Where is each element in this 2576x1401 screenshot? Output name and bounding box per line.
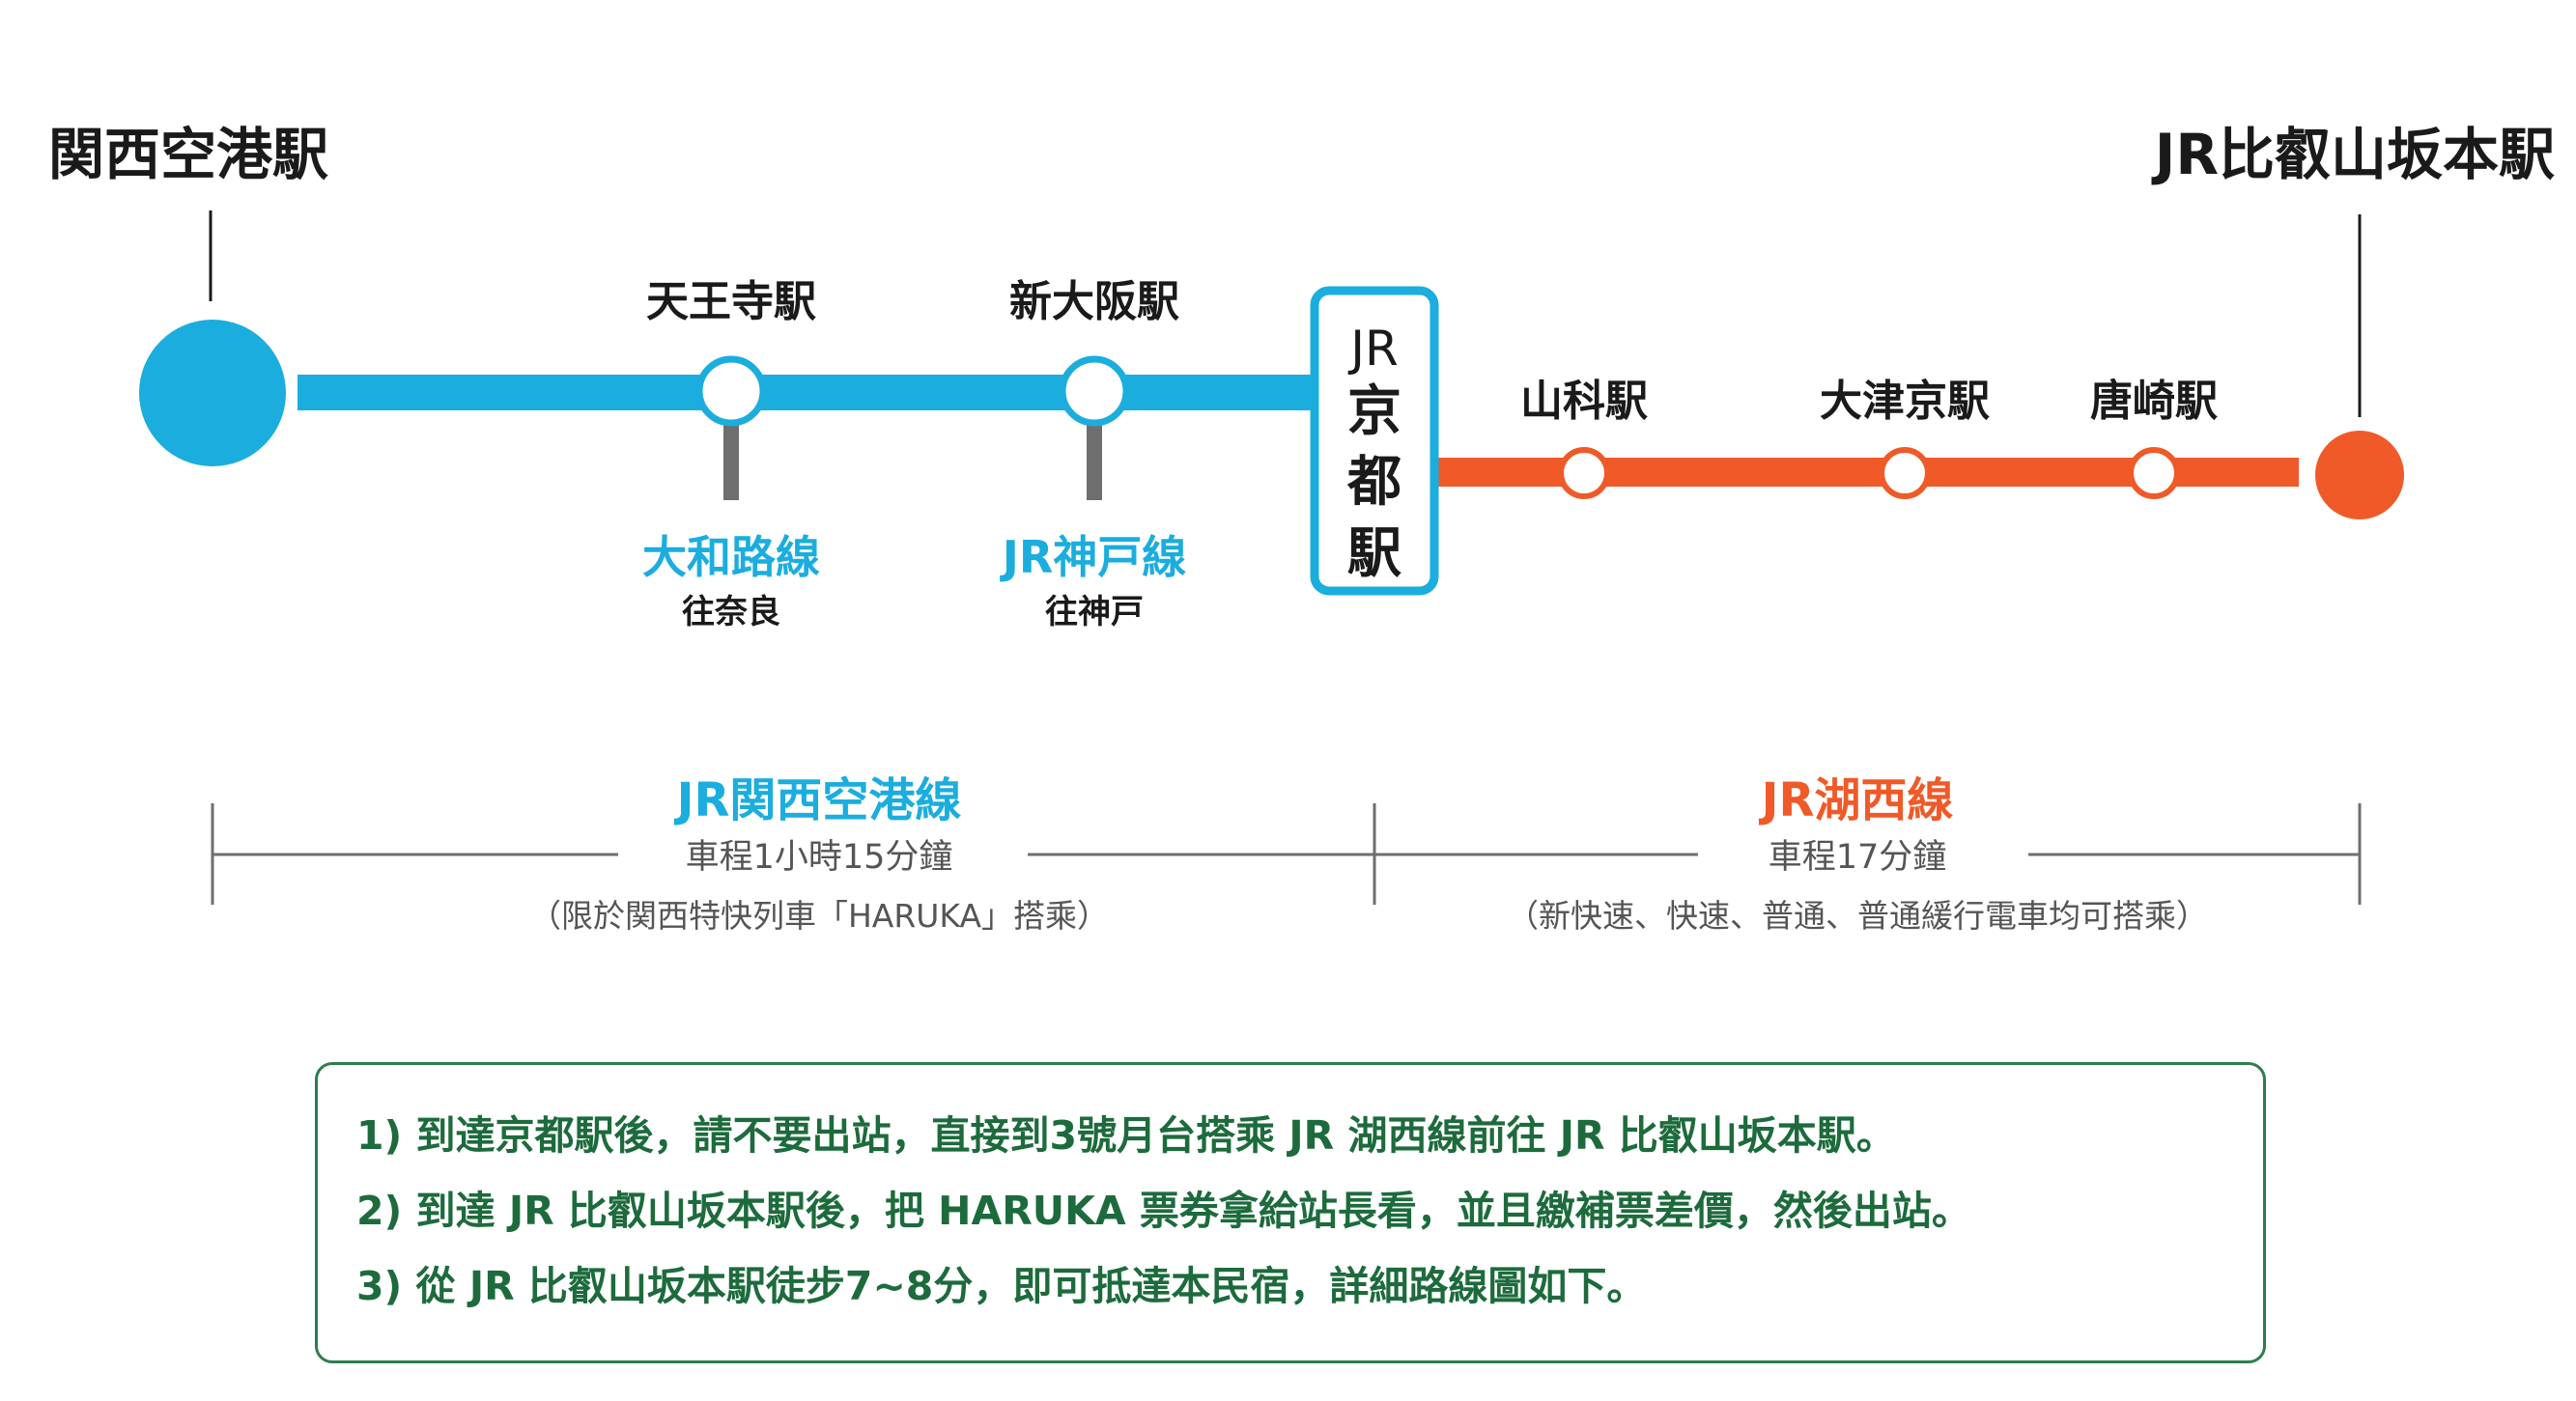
kosei-section-name: JR湖西線 xyxy=(1759,773,1954,827)
yamashina-station-marker xyxy=(1558,447,1610,499)
tennoji-station-name: 天王寺駅 xyxy=(646,277,816,326)
tennoji-branch-stub xyxy=(723,423,739,500)
note-line-2: 2) 到達 JR 比叡山坂本駅後，把 HARUKA 票券拿給站長看，並且繳補票差… xyxy=(356,1188,1971,1234)
notes-box: 1) 到達京都駅後，請不要出站，直接到3號月台搭乘 JR 湖西線前往 JR 比叡… xyxy=(315,1062,2266,1363)
kansai-section-name: JR関西空港線 xyxy=(674,773,962,827)
otsukyo-station-name: 大津京駅 xyxy=(1820,377,1990,426)
destination-station-marker xyxy=(2315,431,2404,519)
otsukyo-station-marker xyxy=(1879,447,1931,499)
note-line-3: 3) 從 JR 比叡山坂本駅徒步7~8分，即可抵達本民宿，詳細路線圖如下。 xyxy=(356,1263,1647,1309)
yamatoji-line-direction: 往奈良 xyxy=(682,593,780,631)
shin-osaka-station-marker xyxy=(1059,355,1130,427)
kosei-section-time: 車程17分鐘 xyxy=(1769,838,1947,877)
kyoto-station-char-2: 都 xyxy=(1346,451,1401,514)
kobe-line-label: JR神戸線 xyxy=(1000,531,1187,583)
destination-station-name: JR比叡山坂本駅 xyxy=(2151,122,2555,187)
kansai-airport-line xyxy=(297,375,1321,410)
kansai-section-note: （限於関西特快列車「HARUKA」搭乘） xyxy=(529,897,1109,935)
shin-osaka-branch-stub xyxy=(1087,423,1102,500)
note-line-1: 1) 到達京都駅後，請不要出站，直接到3號月台搭乘 JR 湖西線前往 JR 比叡… xyxy=(356,1112,1896,1159)
kyoto-station-box xyxy=(1310,286,1439,596)
yamatoji-line-label: 大和路線 xyxy=(642,531,820,583)
kyoto-station-char-3: 駅 xyxy=(1347,522,1401,585)
kansai-section-time: 車程1小時15分鐘 xyxy=(686,838,953,877)
kosei-section-note: （新快速、快速、普通、普通緩行電車均可搭乘） xyxy=(1507,897,2208,935)
shin-osaka-station-name: 新大阪駅 xyxy=(1009,277,1179,326)
kobe-line-direction: 往神戸 xyxy=(1045,593,1144,631)
tennoji-station-marker xyxy=(695,355,767,427)
origin-station-name: 関西空港駅 xyxy=(48,122,328,187)
yamashina-station-name: 山科駅 xyxy=(1520,377,1648,426)
karasaki-station-marker xyxy=(2128,447,2180,499)
origin-station-marker xyxy=(139,320,286,466)
kyoto-station-char-1: 京 xyxy=(1347,380,1401,443)
kyoto-station-line-prefix: JR xyxy=(1347,321,1399,377)
karasaki-station-name: 唐崎駅 xyxy=(2090,377,2218,426)
